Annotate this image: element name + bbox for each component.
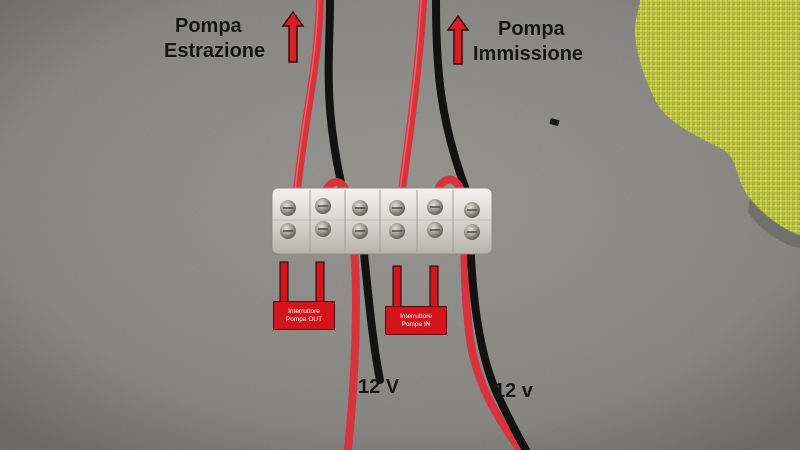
pump-out-name: Estrazione (164, 40, 266, 62)
right-red-wire-top (398, 0, 427, 194)
pump-in-title: Pompa (498, 18, 565, 40)
voltage-label-left: 12 V (358, 376, 400, 398)
left-red-wire-loop (319, 178, 361, 450)
small-debris (549, 118, 560, 126)
switch-out-line2: Pompa OUT (285, 315, 323, 323)
right-black-wire-bottom (466, 231, 530, 450)
terminal-block (271, 187, 493, 255)
switch-out-line1: Interruttore (288, 307, 320, 315)
cloth-shadow (748, 198, 800, 248)
voltage-label-right: 12 v (494, 380, 533, 402)
left-red-wire-highlight (293, 0, 319, 201)
left-red-wire-top (292, 0, 324, 204)
left-black-wire-top (324, 0, 349, 204)
pump-in-name: Immissione (473, 43, 584, 65)
terminal-screws (280, 198, 480, 240)
switch-in-line2: Pompa IN (401, 320, 431, 328)
up-arrow-icon-left (281, 10, 305, 63)
right-black-wire-top (432, 0, 470, 194)
pump-out-title: Pompa (175, 15, 242, 37)
right-red-wire-loop (432, 175, 524, 450)
switch-in-line1: Interruttore (400, 312, 432, 320)
yellow-cloth (635, 0, 800, 235)
switch-in-label-box: Interruttore Pompa IN (385, 306, 447, 335)
switch-out-label-box: Interruttore Pompa OUT (273, 301, 335, 330)
up-arrow-icon-right (446, 14, 470, 65)
right-red-wire-highlight (399, 0, 422, 191)
